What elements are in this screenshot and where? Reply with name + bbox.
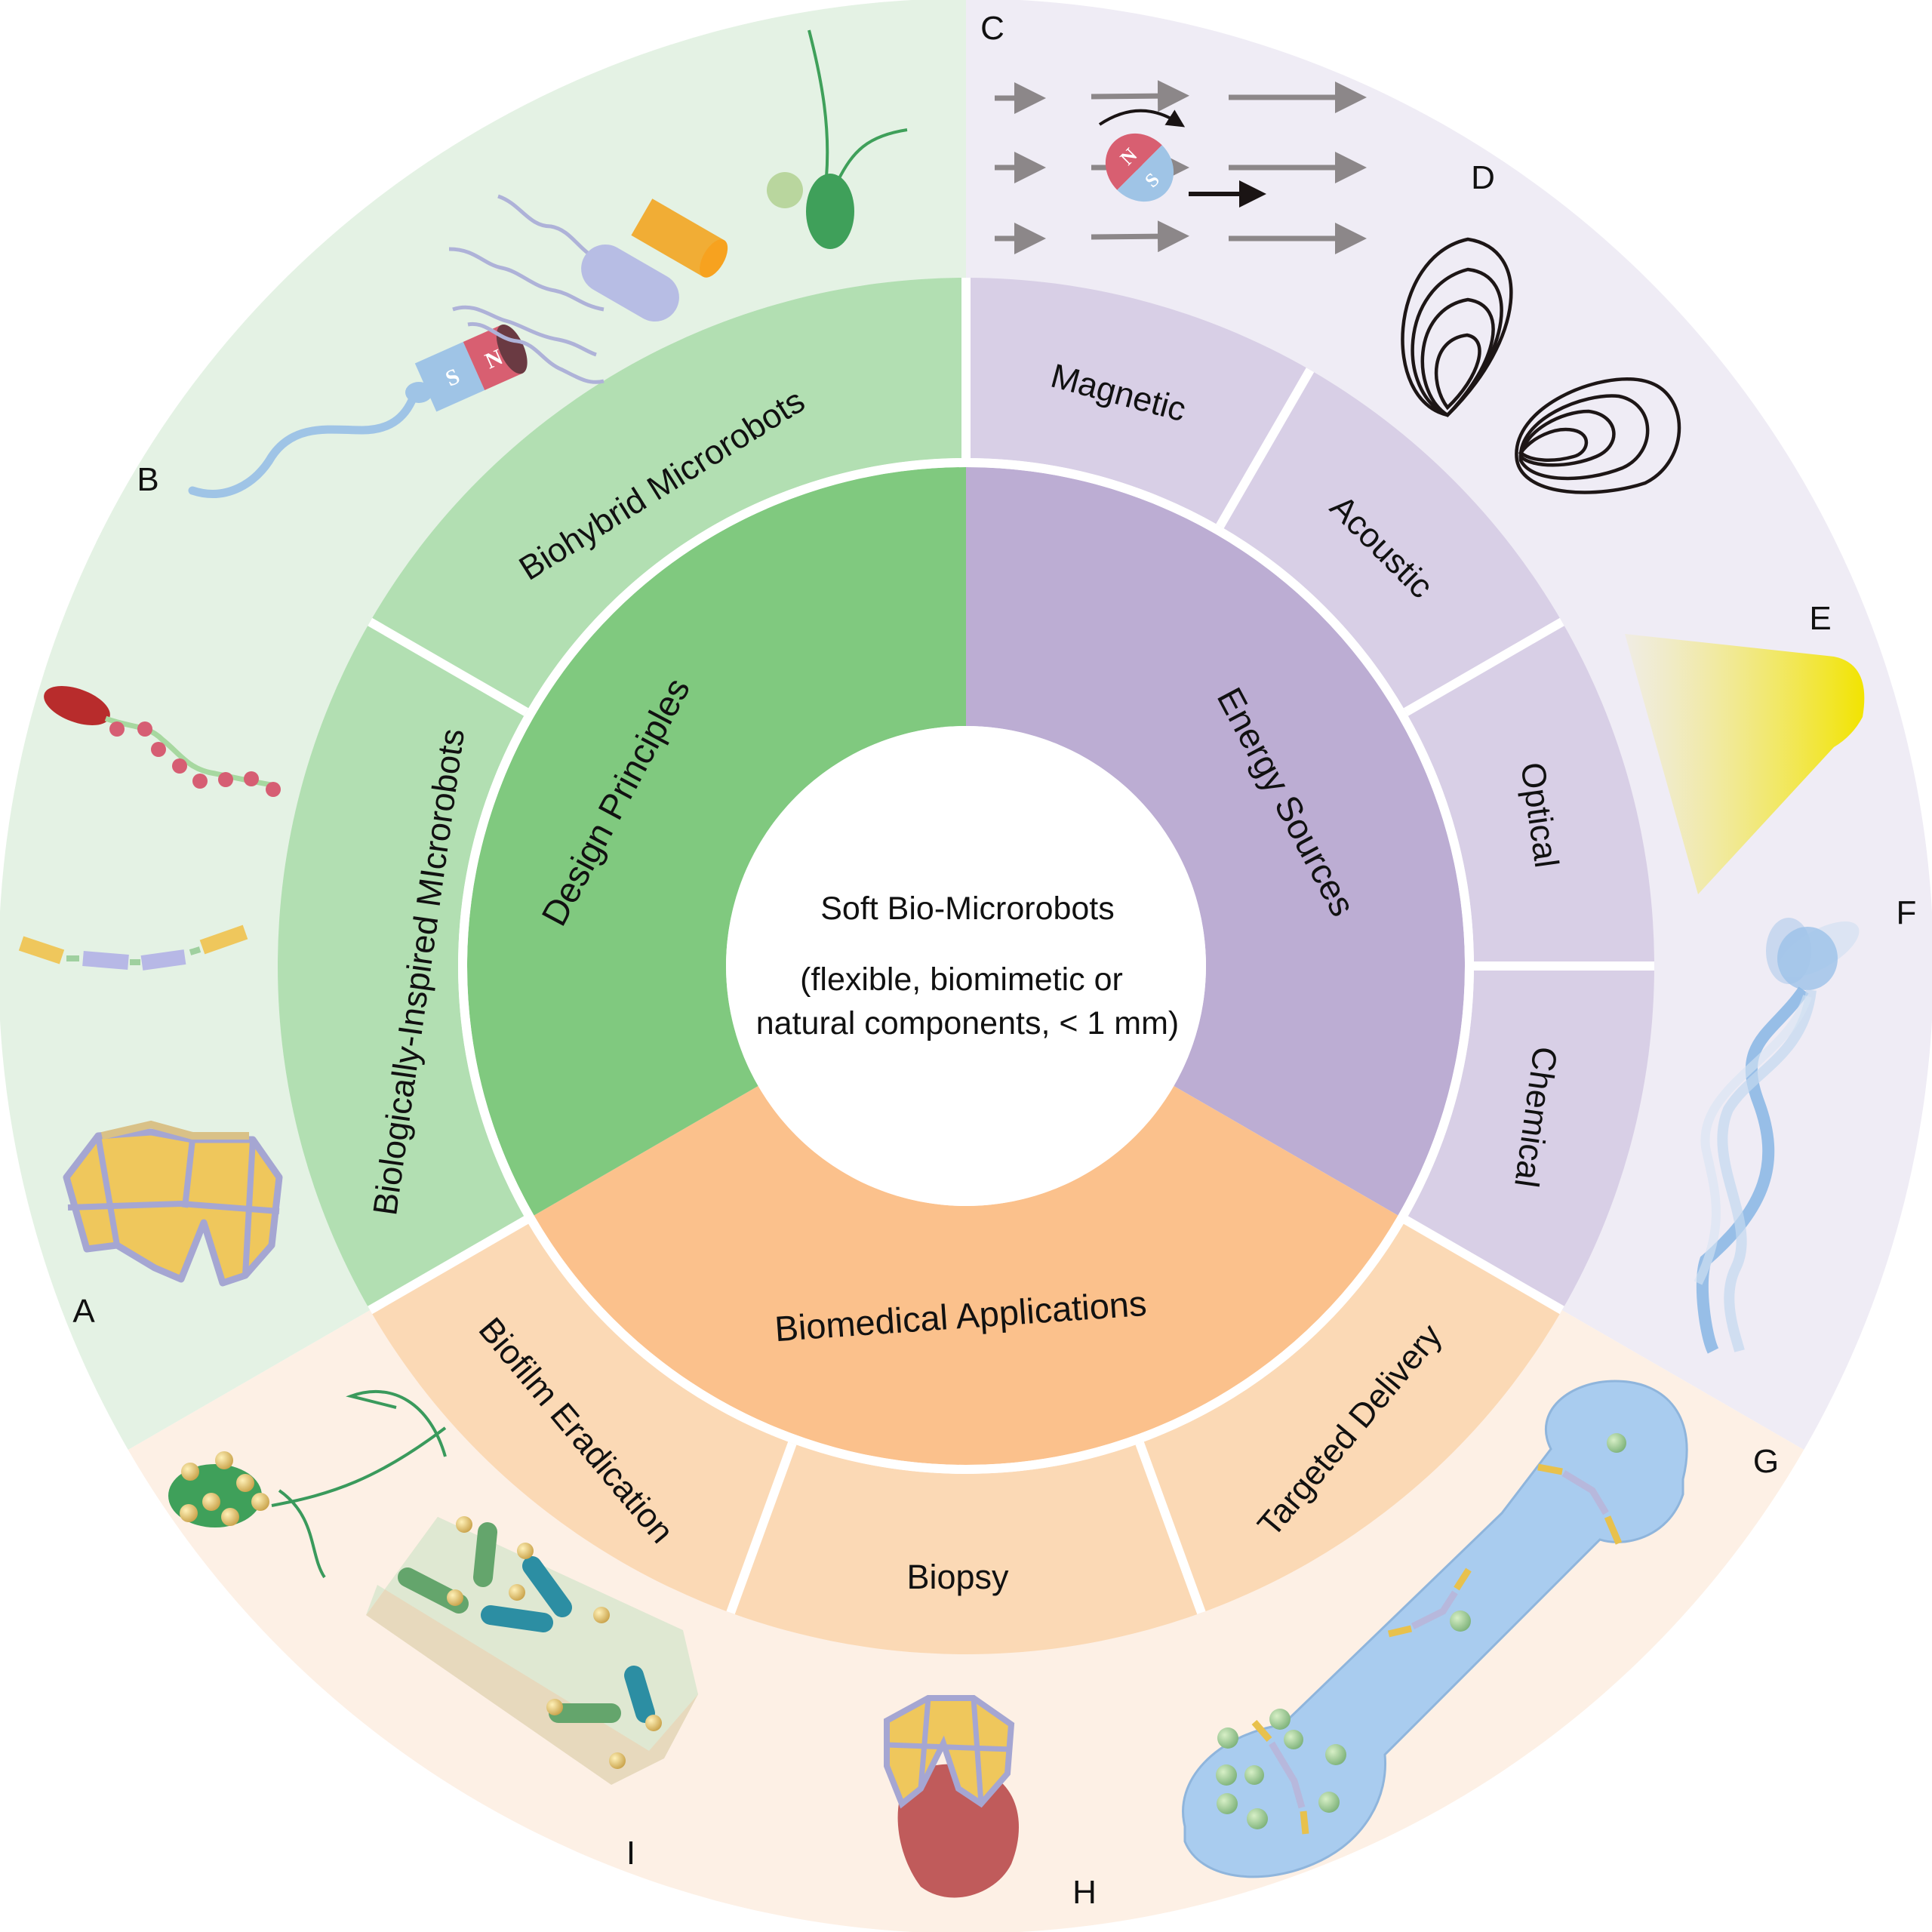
middle-sector-applications xyxy=(370,1220,1562,1654)
middle-sector-energy xyxy=(966,278,1655,1310)
panel-letter-E: E xyxy=(1809,600,1831,637)
outer-sector-design xyxy=(0,0,966,1450)
panel-letter-A: A xyxy=(72,1293,95,1330)
drug-particles xyxy=(1216,1433,1626,1829)
label-biopsy: Biopsy xyxy=(906,1558,1009,1596)
panel-letter-C: C xyxy=(980,10,1004,47)
inner-sector-applications xyxy=(534,1086,1398,1465)
flagellated-swimmer-icon xyxy=(1694,918,1860,1354)
subsegment-divider xyxy=(1135,1441,1206,1615)
acoustic-streaming-vortex-icon xyxy=(1401,237,1681,494)
gold-nanoparticles xyxy=(447,1516,662,1769)
center-subtitle-line2: natural components, < 1 mm) xyxy=(756,1005,1179,1041)
origami-gripper-small xyxy=(884,1695,1015,1809)
center-circle xyxy=(726,726,1206,1206)
sperm-hybrid-magnet-icon: S N xyxy=(188,324,528,498)
panel-letter-D: D xyxy=(1471,159,1495,196)
panel-letter-I: I xyxy=(626,1835,635,1872)
subsegment-divider xyxy=(1216,368,1315,529)
center-subtitle-line1: (flexible, biomimetic or xyxy=(800,961,1123,998)
algae-microrobot-icon xyxy=(767,29,908,249)
microchannel-delivery-icon xyxy=(1182,1380,1688,1878)
light-beam-icon xyxy=(1625,634,1865,894)
inner-ring xyxy=(458,458,1474,1474)
subsegment-divider xyxy=(1403,617,1564,716)
panel-letter-H: H xyxy=(1072,1874,1097,1911)
chain-microrobots xyxy=(1251,1463,1623,1835)
panel-letter-F: F xyxy=(1897,894,1917,931)
origami-gripper-icon xyxy=(63,1120,283,1287)
rbc-chain-robot-icon xyxy=(44,686,281,797)
panel-letter-G: G xyxy=(1753,1443,1779,1480)
segmented-chain-robot-icon xyxy=(18,924,248,971)
outer-sector-energy xyxy=(966,0,1932,1450)
inner-sector-design xyxy=(466,467,966,1216)
subsegment-divider xyxy=(726,1441,797,1615)
inner-sector-energy xyxy=(966,467,1465,1216)
ring-gap xyxy=(458,458,1474,1474)
bacterium-microtube-icon xyxy=(448,194,728,384)
center-title: Soft Bio-Microrobots xyxy=(820,891,1115,927)
panel-letter-B: B xyxy=(137,461,158,498)
biofilm-bacteria-icon xyxy=(168,1389,698,1785)
gripper-tissue-biopsy-icon xyxy=(884,1695,1019,1898)
subsegment-divider xyxy=(368,617,529,716)
coated-bacterium xyxy=(168,1389,447,1579)
magnetic-beads xyxy=(109,721,281,797)
middle-sector-design xyxy=(278,278,967,1310)
